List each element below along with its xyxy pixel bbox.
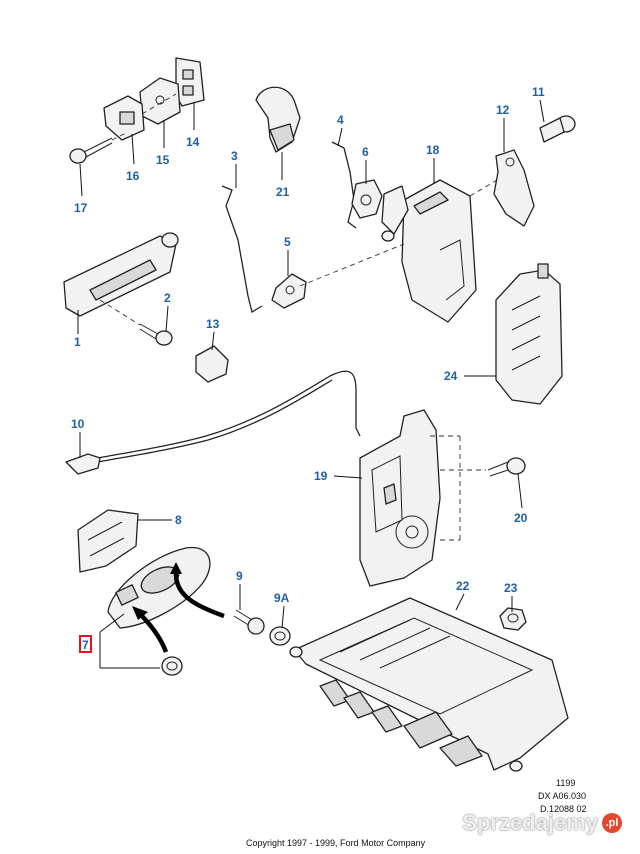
callout-2: 2 bbox=[164, 291, 171, 305]
callout-14: 14 bbox=[186, 135, 200, 149]
part-8-bracket bbox=[77, 509, 139, 573]
callout-7: 7 bbox=[82, 638, 89, 652]
part-18-lock-actuator bbox=[381, 179, 477, 323]
part-19-latch-assembly bbox=[359, 409, 441, 587]
callout-5: 5 bbox=[284, 235, 291, 249]
callout-9a: 9A bbox=[274, 591, 290, 605]
part-9-screw bbox=[233, 609, 265, 635]
callout-6: 6 bbox=[362, 145, 369, 159]
part-5-latch bbox=[271, 273, 307, 309]
reference-line-1: 1199 bbox=[556, 778, 575, 788]
part-7-plug bbox=[161, 656, 183, 676]
watermark-logo: Sprzedajemy .pl bbox=[462, 810, 622, 836]
callout-4: 4 bbox=[337, 113, 344, 127]
callout-9: 9 bbox=[236, 569, 243, 583]
part-20-screw bbox=[487, 457, 526, 477]
part-23-nut bbox=[499, 607, 527, 631]
watermark-text: Sprzedajemy bbox=[462, 810, 598, 835]
callout-3: 3 bbox=[231, 149, 238, 163]
callout-17: 17 bbox=[74, 201, 88, 215]
part-12-lever bbox=[493, 149, 535, 227]
part-1-handle bbox=[63, 232, 179, 317]
part-11-bolt bbox=[539, 115, 576, 143]
callout-19: 19 bbox=[314, 469, 328, 483]
part-13-cable-clip bbox=[195, 345, 229, 383]
part-7-bezel bbox=[107, 546, 211, 629]
part-9a-grommet bbox=[269, 626, 291, 646]
callout-16: 16 bbox=[126, 169, 140, 183]
callout-23: 23 bbox=[504, 581, 518, 595]
callout-22: 22 bbox=[456, 579, 470, 593]
part-10-cable bbox=[97, 370, 361, 459]
reference-line-2: DX A06.030 bbox=[538, 791, 586, 801]
callout-11: 11 bbox=[532, 85, 545, 99]
copyright-notice: Copyright 1997 - 1999, Ford Motor Compan… bbox=[246, 838, 426, 848]
reference-block: 1199 DX A06.030 D.12088 02 bbox=[538, 778, 587, 814]
reference-line-3: D.12088 02 bbox=[540, 804, 587, 814]
callout-21: 21 bbox=[276, 185, 290, 199]
leader-lines bbox=[77, 99, 545, 669]
part-6-clip bbox=[351, 179, 383, 219]
part-14-bracket bbox=[175, 57, 205, 107]
part-4-rod bbox=[331, 141, 357, 229]
callout-7-highlight bbox=[79, 635, 92, 653]
watermark-badge: .pl bbox=[602, 813, 622, 833]
part-2-screw bbox=[139, 323, 173, 346]
callout-20: 20 bbox=[514, 511, 528, 525]
assembly-arrow bbox=[173, 573, 225, 619]
callout-labels: 1 2 3 4 5 6 8 9 9A 10 11 12 13 14 15 16 … bbox=[71, 85, 545, 605]
callout-10: 10 bbox=[71, 417, 85, 431]
part-22-control-module bbox=[289, 597, 569, 772]
part-16-hinge bbox=[103, 95, 145, 141]
assembly-arrow bbox=[138, 612, 169, 653]
part-10-cable-end bbox=[65, 453, 101, 475]
callout-12: 12 bbox=[496, 103, 510, 117]
part-24-cover bbox=[495, 263, 563, 405]
part-21-clip bbox=[255, 86, 301, 153]
callout-8: 8 bbox=[175, 513, 182, 527]
callout-24: 24 bbox=[444, 369, 458, 383]
callout-18: 18 bbox=[426, 143, 440, 157]
part-15-bracket bbox=[139, 77, 181, 125]
callout-13: 13 bbox=[206, 317, 220, 331]
part-3-rod bbox=[221, 185, 263, 314]
callout-1: 1 bbox=[74, 335, 81, 349]
part-17-screw bbox=[69, 137, 113, 164]
callout-15: 15 bbox=[156, 153, 170, 167]
